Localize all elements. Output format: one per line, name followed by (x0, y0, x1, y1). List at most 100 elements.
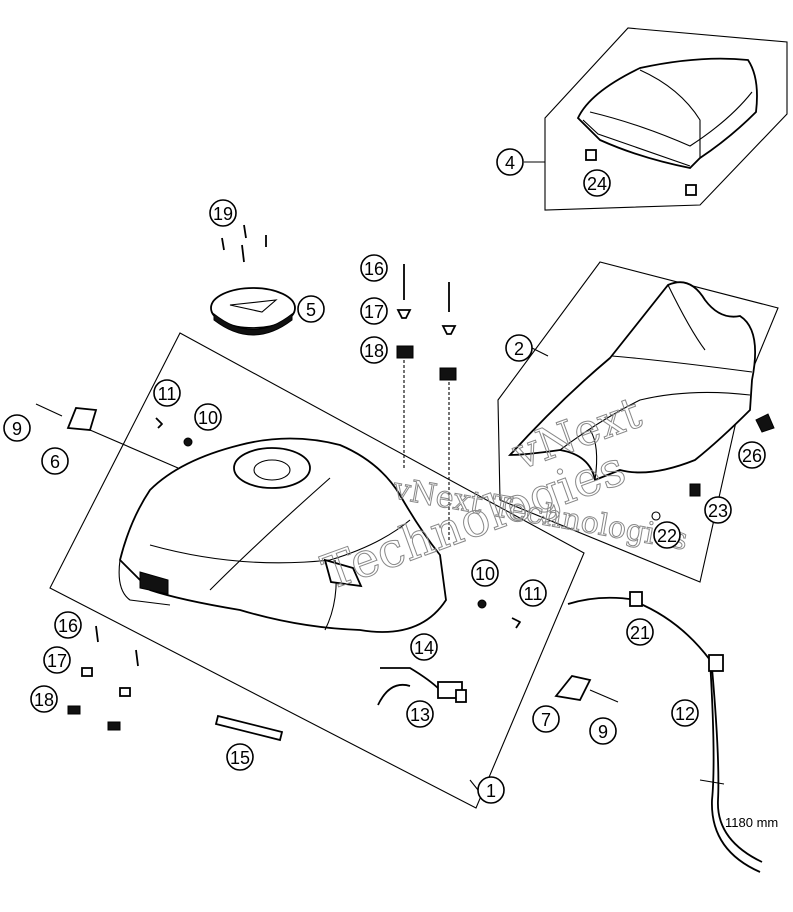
callout-number: 17 (364, 302, 384, 322)
callout-c1: 1 (477, 776, 505, 804)
callout-circle (43, 646, 71, 674)
callout-number: 26 (742, 446, 762, 466)
callout-c16b: 16 (54, 611, 82, 639)
callout-circle (360, 254, 388, 282)
callout-circle (3, 414, 31, 442)
callout-number: 11 (158, 384, 177, 404)
drain-hose (567, 591, 763, 873)
callout-circle (226, 743, 254, 771)
side-cover-right (554, 674, 619, 703)
callout-number: 15 (230, 748, 250, 768)
callout-number: 11 (524, 584, 543, 604)
callout-c17a: 17 (360, 297, 388, 325)
callout-c23: 23 (704, 496, 732, 524)
callout-number: 2 (514, 339, 524, 359)
callout-c9a: 9 (3, 414, 31, 442)
callout-number: 7 (541, 710, 551, 730)
callout-c11b: 11 (519, 579, 547, 607)
callout-number: 10 (475, 564, 495, 584)
callout-number: 21 (630, 623, 650, 643)
callout-c11a: 11 (153, 379, 181, 407)
callout-c14: 14 (410, 633, 438, 661)
fuel-tank (118, 437, 447, 633)
callout-number: 22 (657, 526, 677, 546)
callout-circle (653, 521, 681, 549)
callout-circle (406, 700, 434, 728)
seat-cowl-group-frame (544, 27, 788, 211)
callout-circle (153, 379, 181, 407)
rider-seat (507, 281, 775, 521)
callout-number: 24 (587, 174, 607, 194)
callout-c7: 7 (532, 705, 560, 733)
callout-c18a: 18 (360, 336, 388, 364)
bolt-and-washer-lower (477, 599, 521, 629)
seat-cowl (576, 57, 758, 196)
callout-c19: 19 (209, 199, 237, 227)
side-cover-left (35, 403, 179, 469)
mounting-bolts-lower (67, 625, 139, 731)
hose-length-label: 1180 mm (725, 815, 778, 830)
callout-number: 6 (50, 452, 60, 472)
callout-number: 16 (58, 616, 78, 636)
callout-c10b: 10 (471, 559, 499, 587)
callout-circle (410, 633, 438, 661)
callout-circle (30, 685, 58, 713)
callout-circle (471, 559, 499, 587)
callout-number: 19 (213, 204, 233, 224)
callout-c17b: 17 (43, 646, 71, 674)
callout-circle (589, 717, 617, 745)
callout-c10a: 10 (194, 403, 222, 431)
callout-number: 13 (410, 705, 430, 725)
callout-circle (532, 705, 560, 733)
callout-circle (41, 447, 69, 475)
callout-number: 18 (364, 341, 384, 361)
callout-c24: 24 (583, 169, 611, 197)
callout-number: 12 (675, 704, 695, 724)
callout-circle (671, 699, 699, 727)
callout-labels: 1245679910101111121314151616171718181921… (3, 148, 766, 804)
callout-circle (738, 441, 766, 469)
callout-c15: 15 (226, 743, 254, 771)
callout-c16a: 16 (360, 254, 388, 282)
callout-number: 9 (12, 419, 22, 439)
callout-c22: 22 (653, 521, 681, 549)
callout-c9b: 9 (589, 717, 617, 745)
callout-c12: 12 (671, 699, 699, 727)
callout-circle (360, 297, 388, 325)
callout-circle (54, 611, 82, 639)
callout-number: 16 (364, 259, 384, 279)
callout-c21: 21 (626, 618, 654, 646)
mounting-bolts-upper (396, 264, 457, 540)
callout-circle (626, 618, 654, 646)
callout-circle (519, 579, 547, 607)
callout-c4: 4 (496, 148, 524, 176)
callout-c26: 26 (738, 441, 766, 469)
callout-c5: 5 (297, 295, 325, 323)
callout-circle (297, 295, 325, 323)
callout-c6: 6 (41, 447, 69, 475)
callout-number: 23 (708, 501, 728, 521)
callout-circle (496, 148, 524, 176)
fuel-cap (210, 287, 296, 336)
callout-circle (360, 336, 388, 364)
callout-circle (209, 199, 237, 227)
callout-number: 5 (306, 300, 316, 320)
trim-strip (214, 714, 284, 742)
callout-circle (505, 334, 533, 362)
callout-number: 17 (47, 651, 67, 671)
callout-circle (704, 496, 732, 524)
callout-circle (583, 169, 611, 197)
fuel-level-sensor (377, 667, 467, 706)
callout-c13: 13 (406, 700, 434, 728)
callout-c18b: 18 (30, 685, 58, 713)
bolt-and-washer-upper (155, 417, 193, 447)
callout-number: 4 (505, 153, 515, 173)
leader-lines (469, 161, 549, 791)
callout-c2: 2 (505, 334, 533, 362)
cap-screws (221, 224, 267, 263)
callout-circle (194, 403, 222, 431)
callout-number: 9 (598, 722, 608, 742)
callout-number: 1 (486, 781, 496, 801)
